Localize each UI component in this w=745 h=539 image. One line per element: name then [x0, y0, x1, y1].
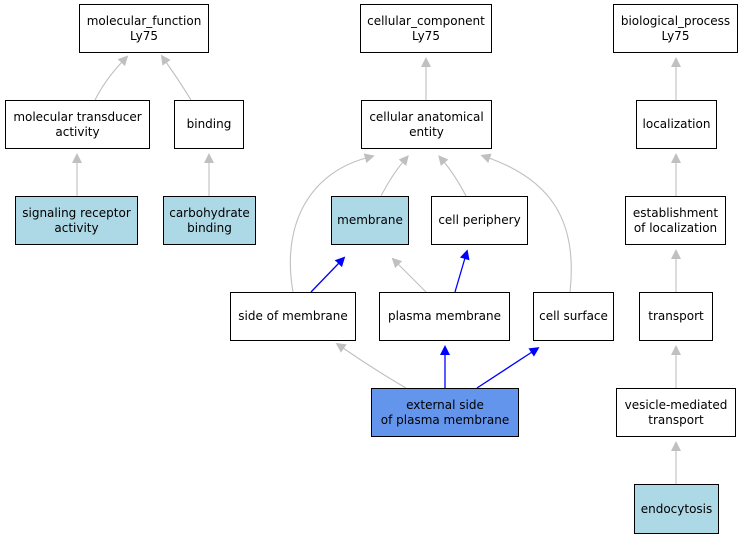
edge-side-of-membrane-to-cellular-entity	[289, 153, 375, 293]
node-establishment-of-localization[interactable]: establishment of localization	[625, 196, 726, 245]
edge-cell-surface-to-cellular-entity	[480, 153, 572, 293]
edge-plasma-membrane-to-cell-periphery	[454, 249, 470, 293]
node-carbohydrate-binding[interactable]: carbohydrate binding	[163, 196, 256, 245]
edge-cell-periphery-to-cellular-entity	[438, 155, 467, 197]
node-localization[interactable]: localization	[636, 100, 717, 149]
node-signaling-receptor-activity[interactable]: signaling receptor activity	[15, 196, 138, 245]
node-cellular-anatomical-entity[interactable]: cellular anatomical entity	[361, 100, 492, 149]
node-biological-process-root[interactable]: biological_process Ly75	[613, 4, 738, 53]
node-molecular-transducer-activity[interactable]: molecular transducer activity	[5, 100, 150, 149]
node-endocytosis[interactable]: endocytosis	[634, 484, 719, 534]
node-molecular-function-root[interactable]: molecular_function Ly75	[79, 4, 209, 53]
node-cell-periphery[interactable]: cell periphery	[431, 196, 528, 245]
edge-mol-transducer-to-mf-root	[94, 55, 129, 101]
node-membrane[interactable]: membrane	[331, 196, 409, 245]
edge-external-side-to-side-of-membrane	[335, 342, 407, 389]
node-plasma-membrane[interactable]: plasma membrane	[379, 292, 510, 341]
node-transport[interactable]: transport	[639, 292, 713, 341]
edge-side-of-membrane-to-membrane	[310, 256, 346, 293]
edge-binding-to-mf-root	[160, 54, 192, 101]
edge-membrane-to-cellular-entity	[380, 155, 409, 197]
edge-plasma-membrane-to-membrane	[391, 257, 427, 293]
node-cell-surface[interactable]: cell surface	[533, 292, 614, 341]
node-side-of-membrane[interactable]: side of membrane	[230, 292, 356, 341]
edge-external-side-to-cell-surface	[476, 347, 540, 389]
node-external-side-of-plasma-membrane[interactable]: external side of plasma membrane	[371, 388, 519, 437]
node-vesicle-mediated-transport[interactable]: vesicle-mediated transport	[616, 388, 736, 437]
node-cellular-component-root[interactable]: cellular_component Ly75	[360, 4, 492, 53]
node-binding[interactable]: binding	[174, 100, 244, 149]
